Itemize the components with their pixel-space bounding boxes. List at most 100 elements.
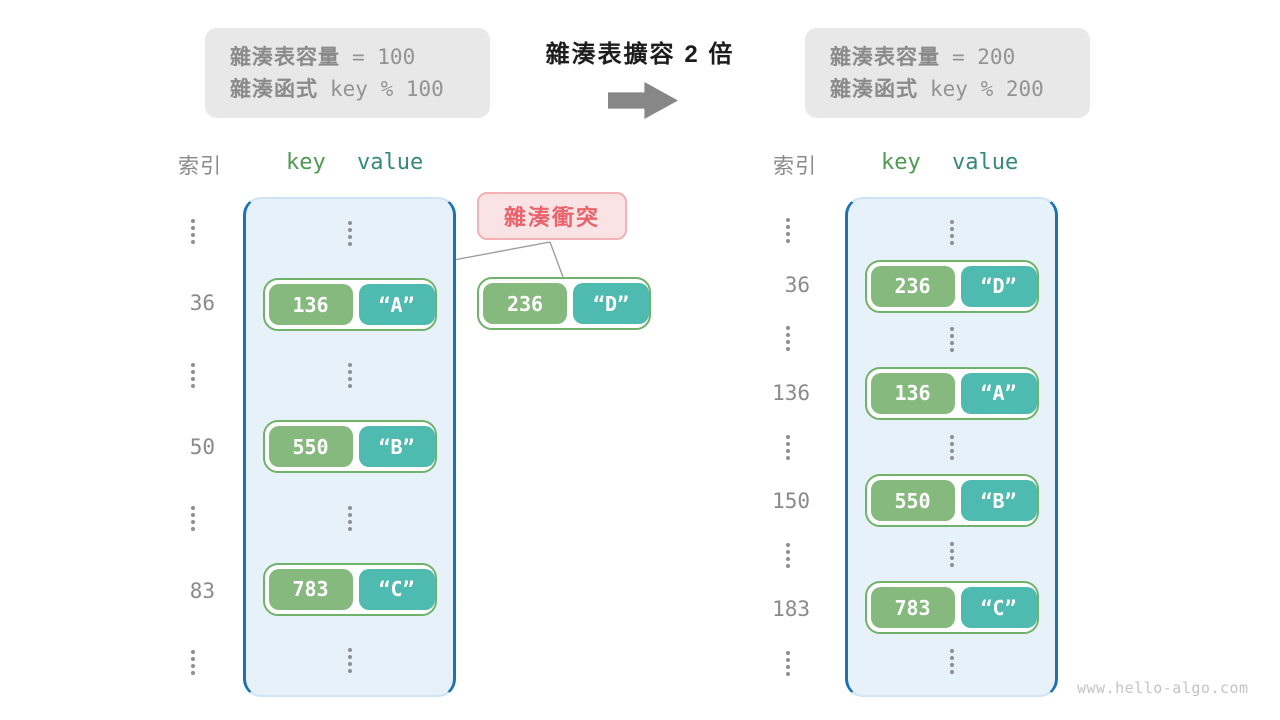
ellipsis-dots xyxy=(949,327,954,353)
key-box: 136 xyxy=(268,284,353,326)
ellipsis-dots xyxy=(949,541,954,567)
ellipsis-dots xyxy=(949,220,954,245)
index-label: 150 xyxy=(772,489,810,514)
hash-function-value: key % 200 xyxy=(930,77,1044,101)
index-header: 索引 xyxy=(773,155,817,178)
ellipsis-dots xyxy=(190,649,195,675)
bucket-ellipsis xyxy=(246,207,453,260)
bucket-ellipsis xyxy=(246,492,453,545)
ellipsis-dots xyxy=(949,434,954,460)
value-box: “C” xyxy=(358,568,435,610)
index-ellipsis xyxy=(765,312,810,365)
index-label: 136 xyxy=(772,380,810,405)
table-body: 36 136 150 183 236 “D” xyxy=(765,197,1075,697)
hash-function-label: 雜湊函式 xyxy=(230,78,318,101)
column-headers: 索引 key value xyxy=(765,148,1075,197)
index-label: 83 xyxy=(189,578,215,603)
watermark: www.hello-algo.com xyxy=(1077,679,1249,697)
index-label: 36 xyxy=(189,291,215,316)
key-box: 550 xyxy=(870,480,955,522)
capacity-line: 雜湊表容量 = 200 xyxy=(830,41,1090,73)
table-body: 36 50 83 136 “A” 550 xyxy=(170,197,480,697)
bucket-slot: 236 “D” xyxy=(848,259,1055,313)
bucket-slot: 136 “A” xyxy=(246,278,453,332)
index-ellipsis xyxy=(170,205,215,258)
index-column: 36 136 150 183 xyxy=(765,197,810,697)
bucket-ellipsis xyxy=(848,206,1055,259)
capacity-line: 雜湊表容量 = 100 xyxy=(230,41,490,73)
kv-pair: 550 “B” xyxy=(864,474,1039,528)
hash-table-after: 索引 key value 36 136 150 183 236 xyxy=(765,148,1075,697)
bucket-ellipsis xyxy=(246,349,453,402)
colliding-kv-pair: 236 “D” xyxy=(477,277,651,330)
key-box: 783 xyxy=(870,587,955,629)
ellipsis-dots xyxy=(190,362,195,388)
key-header: key xyxy=(286,150,326,175)
kv-pair: 550 “B” xyxy=(262,420,437,474)
capacity-label: 雜湊表容量 xyxy=(830,46,940,69)
kv-pair: 783 “C” xyxy=(864,581,1039,635)
bucket-array: 136 “A” 550 “B” 783 “C” xyxy=(243,197,456,697)
index-ellipsis xyxy=(170,492,215,545)
index-label: 50 xyxy=(189,434,215,459)
hash-function-value: key % 100 xyxy=(330,77,444,101)
kv-pair: 136 “A” xyxy=(262,278,437,332)
ellipsis-dots xyxy=(190,219,195,244)
kv-pair: 236 “D” xyxy=(864,259,1039,313)
value-box: “D” xyxy=(573,283,649,324)
diagram-title: 雜湊表擴容 2 倍 xyxy=(545,41,735,68)
hash-function-label: 雜湊函式 xyxy=(830,78,918,101)
hash-table-before: 索引 key value 36 50 83 136 “A” xyxy=(170,148,480,697)
expand-arrow-icon xyxy=(608,82,678,119)
ellipsis-dots xyxy=(785,434,790,460)
value-box: “A” xyxy=(358,284,435,326)
ellipsis-dots xyxy=(949,649,954,674)
ellipsis-dots xyxy=(347,647,352,673)
bucket-ellipsis xyxy=(848,635,1055,688)
kv-pair: 136 “A” xyxy=(864,366,1039,420)
index-column: 36 50 83 xyxy=(170,197,215,697)
column-headers: 索引 key value xyxy=(170,148,480,197)
bucket-ellipsis xyxy=(848,421,1055,474)
bucket-ellipsis xyxy=(848,313,1055,366)
ellipsis-dots xyxy=(190,506,195,532)
index-ellipsis xyxy=(765,421,810,474)
bucket-slot: 783 “C” xyxy=(848,581,1055,635)
key-header: key xyxy=(881,150,921,175)
key-box: 236 xyxy=(483,283,567,324)
bucket-slot: 783 “C” xyxy=(246,562,453,616)
bucket-slot: 550 “B” xyxy=(848,474,1055,528)
hash-function-line: 雜湊函式 key % 200 xyxy=(830,73,1090,105)
capacity-value: = 100 xyxy=(352,45,416,69)
key-box: 783 xyxy=(268,568,353,610)
index-ellipsis xyxy=(765,637,810,690)
index-ellipsis xyxy=(765,204,810,257)
key-box: 550 xyxy=(268,426,353,468)
key-box: 136 xyxy=(870,372,955,414)
index-header: 索引 xyxy=(178,155,222,178)
ellipsis-dots xyxy=(347,505,352,531)
ellipsis-dots xyxy=(785,218,790,243)
capacity-box-after: 雜湊表容量 = 200 雜湊函式 key % 200 xyxy=(805,28,1090,118)
ellipsis-dots xyxy=(785,542,790,568)
value-box: “C” xyxy=(960,587,1037,629)
value-box: “D” xyxy=(960,265,1037,307)
capacity-value: = 200 xyxy=(952,45,1016,69)
key-box: 236 xyxy=(870,265,955,307)
index-label: 36 xyxy=(784,272,810,297)
ellipsis-dots xyxy=(785,326,790,352)
hash-collision-badge: 雜湊衝突 xyxy=(477,192,627,240)
index-ellipsis xyxy=(170,349,215,402)
bucket-slot: 136 “A” xyxy=(848,366,1055,420)
index-label: 183 xyxy=(772,597,810,622)
value-header: value xyxy=(357,150,424,175)
bucket-ellipsis xyxy=(848,528,1055,581)
kv-pair: 236 “D” xyxy=(477,277,651,330)
index-ellipsis xyxy=(170,636,215,689)
value-box: “B” xyxy=(358,426,435,468)
bucket-slot: 550 “B” xyxy=(246,420,453,474)
capacity-label: 雜湊表容量 xyxy=(230,46,340,69)
ellipsis-dots xyxy=(347,221,352,246)
ellipsis-dots xyxy=(347,363,352,389)
